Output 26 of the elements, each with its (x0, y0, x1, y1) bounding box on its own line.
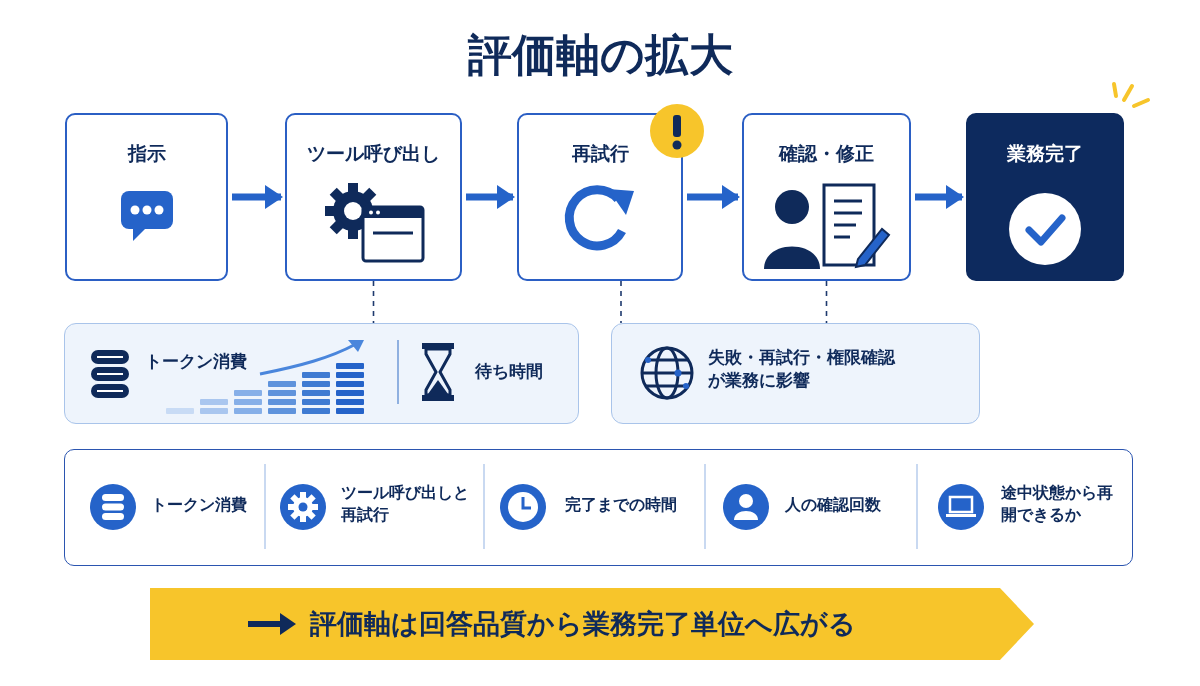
step-title: 再試行 (570, 141, 630, 166)
metrics-panel (64, 449, 1133, 566)
metric-label: トークン消費 (151, 494, 248, 516)
dashed-connector (825, 280, 828, 324)
dashed-connector (372, 280, 375, 324)
step-title: ツール呼び出し (306, 141, 441, 166)
metric-label: ツール呼び出しと再試行 (341, 482, 469, 526)
dashed-connector (620, 280, 622, 324)
panel-text: 待ち時間 (475, 360, 544, 383)
info-panel (64, 323, 579, 424)
banner-text: 評価軸は回答品質から業務完了単位へ広がる (310, 607, 857, 641)
metric-label: 途中状態から再開できるか (1001, 482, 1114, 526)
metric-label: 完了までの時間 (565, 494, 678, 516)
panel-text: トークン消費 (145, 350, 248, 373)
step-title: 指示 (126, 141, 167, 166)
step-card (742, 113, 911, 281)
step-card (285, 113, 462, 281)
step-title: 確認・修正 (777, 141, 875, 166)
info-panel (611, 323, 980, 424)
step-card (517, 113, 683, 281)
step-card (65, 113, 228, 281)
metric-label: 人の確認回数 (785, 494, 882, 516)
step-card (966, 113, 1124, 281)
panel-text: 失敗・再試行・権限確認が業務に影響 (708, 346, 897, 392)
step-title: 業務完了 (1006, 141, 1084, 166)
title: 評価軸の拡大 (466, 28, 734, 82)
